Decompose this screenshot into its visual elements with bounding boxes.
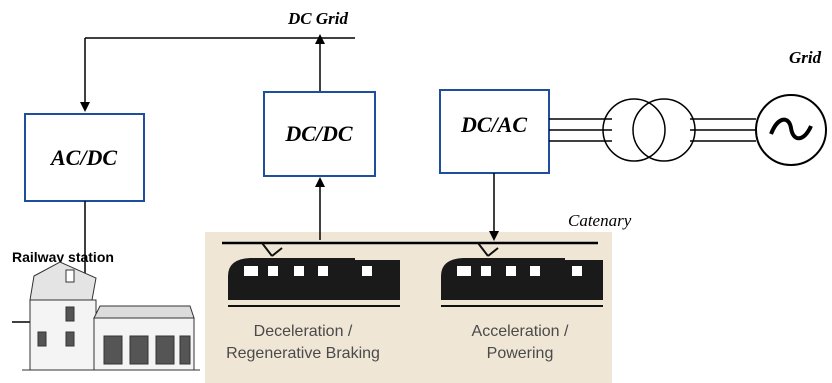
railway-station-icon bbox=[12, 262, 200, 370]
dc-grid-label: DC Grid bbox=[287, 9, 348, 28]
dc-ac-label: DC/AC bbox=[460, 112, 527, 137]
railway-station-label: Railway station bbox=[12, 249, 114, 265]
powering-label: Powering bbox=[487, 345, 554, 362]
transformer-icon bbox=[603, 99, 695, 161]
regenerative-braking-label: Regenerative Braking bbox=[226, 345, 380, 362]
grid-label: Grid bbox=[789, 48, 822, 67]
acceleration-label: Acceleration / bbox=[472, 323, 569, 340]
dc-dc-label: DC/DC bbox=[284, 121, 353, 146]
three-phase-lines bbox=[549, 119, 756, 141]
ac-dc-label: AC/DC bbox=[49, 145, 117, 170]
deceleration-label: Deceleration / bbox=[254, 323, 353, 340]
ac-source-icon bbox=[756, 95, 826, 165]
catenary-label: Catenary bbox=[568, 211, 632, 230]
